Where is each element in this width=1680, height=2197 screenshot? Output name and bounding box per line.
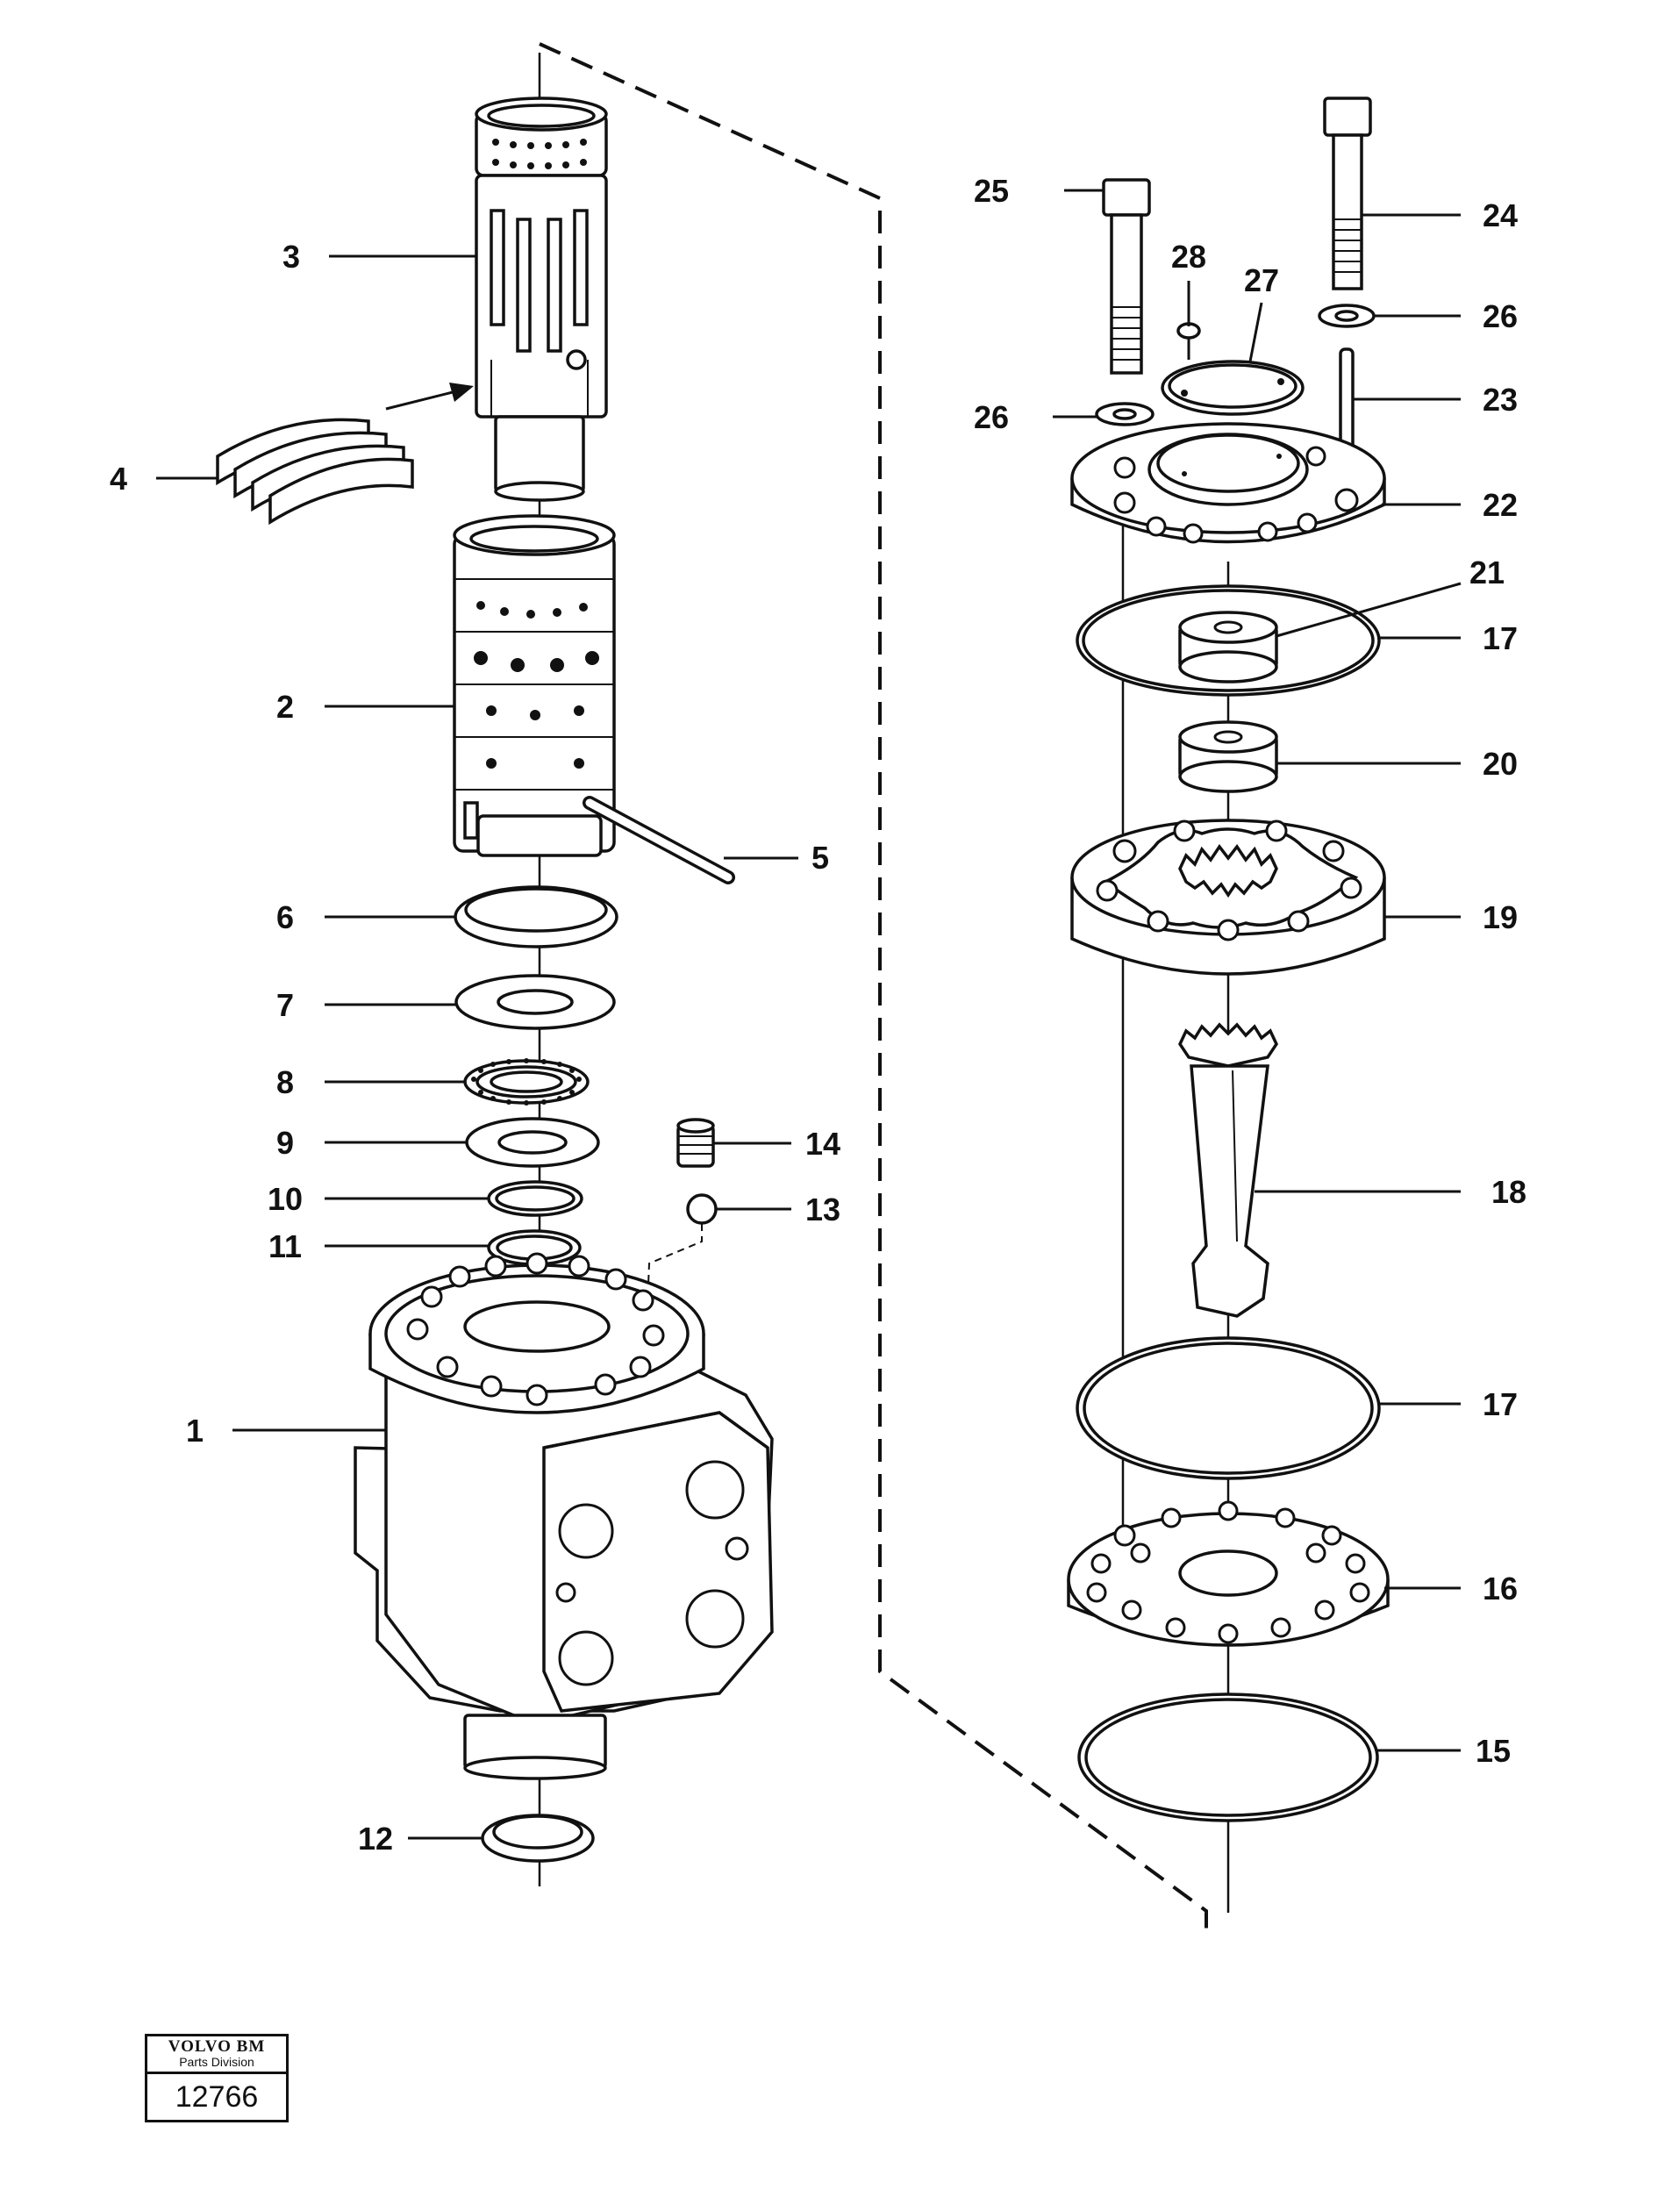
part-24-bolt bbox=[1323, 97, 1372, 290]
part-14-plug bbox=[676, 1118, 715, 1168]
label-19: 19 bbox=[1483, 899, 1518, 935]
label-12: 12 bbox=[358, 1821, 393, 1857]
label-24: 24 bbox=[1483, 197, 1518, 233]
part-5-pin bbox=[583, 796, 735, 884]
part-25-bolt bbox=[1102, 178, 1151, 375]
label-17-lower: 17 bbox=[1483, 1386, 1518, 1422]
part-16-distribution-plate bbox=[1067, 1500, 1390, 1647]
part-9-washer bbox=[465, 1117, 600, 1168]
label-10: 10 bbox=[268, 1181, 303, 1217]
part-labels: 3 4 2 5 6 7 8 9 10 11 1 12 14 13 25 28 2… bbox=[110, 173, 1526, 1857]
drawing-number: 12766 bbox=[175, 2080, 259, 2114]
volvo-bm-drawing-block: VOLVO BM Parts Division 12766 bbox=[145, 2034, 289, 2122]
label-7: 7 bbox=[276, 987, 294, 1023]
label-4: 4 bbox=[110, 461, 127, 497]
part-10-o-ring bbox=[487, 1180, 583, 1217]
part-28-screw bbox=[1176, 322, 1201, 360]
label-21: 21 bbox=[1469, 555, 1505, 590]
logo-header: VOLVO BM Parts Division bbox=[147, 2036, 286, 2074]
label-25: 25 bbox=[974, 173, 1009, 209]
part-15-o-ring bbox=[1077, 1692, 1379, 1822]
division-name: Parts Division bbox=[179, 2055, 254, 2069]
label-6: 6 bbox=[276, 899, 294, 935]
assembly-dashed-line bbox=[539, 42, 1208, 1929]
label-13: 13 bbox=[805, 1192, 840, 1227]
part-18-drive-shaft bbox=[1177, 1022, 1279, 1318]
part-19-gear-set bbox=[1070, 819, 1386, 976]
label-18: 18 bbox=[1491, 1174, 1526, 1210]
label-2: 2 bbox=[276, 689, 294, 725]
part-6-ring bbox=[454, 885, 618, 948]
label-26-right: 26 bbox=[1483, 298, 1518, 334]
label-1: 1 bbox=[186, 1413, 204, 1449]
label-3: 3 bbox=[282, 239, 300, 275]
label-27: 27 bbox=[1244, 262, 1279, 298]
label-22: 22 bbox=[1483, 487, 1518, 523]
label-23: 23 bbox=[1483, 382, 1518, 418]
part-26-washer-left bbox=[1095, 402, 1155, 426]
part-21-spacer bbox=[1178, 611, 1278, 683]
label-8: 8 bbox=[276, 1064, 294, 1100]
part-17-o-ring-lower bbox=[1076, 1336, 1381, 1480]
part-4-spring-pack bbox=[216, 383, 474, 526]
label-15: 15 bbox=[1476, 1733, 1511, 1769]
label-9: 9 bbox=[276, 1125, 294, 1161]
leader-lines bbox=[156, 189, 1462, 1840]
part-12-seal bbox=[481, 1814, 595, 1863]
part-1-housing bbox=[354, 1252, 774, 1780]
label-11: 11 bbox=[268, 1228, 302, 1264]
label-20: 20 bbox=[1483, 746, 1518, 782]
part-22-end-cover bbox=[1070, 422, 1386, 544]
part-2-sleeve bbox=[453, 514, 616, 857]
part-8-bearing bbox=[463, 1058, 590, 1106]
brand-name: VOLVO BM bbox=[168, 2037, 266, 2056]
part-13-ball bbox=[686, 1193, 718, 1225]
label-28: 28 bbox=[1171, 239, 1206, 275]
part-20-spacer bbox=[1178, 720, 1278, 793]
part-26-washer-right bbox=[1318, 304, 1376, 328]
label-17-upper: 17 bbox=[1483, 620, 1518, 656]
label-16: 16 bbox=[1483, 1571, 1518, 1607]
label-5: 5 bbox=[811, 840, 829, 876]
label-26-left: 26 bbox=[974, 399, 1009, 435]
part-27-plate bbox=[1161, 360, 1305, 416]
part-3-spool bbox=[475, 97, 608, 502]
part-7-washer bbox=[454, 974, 616, 1030]
label-14: 14 bbox=[805, 1126, 840, 1162]
